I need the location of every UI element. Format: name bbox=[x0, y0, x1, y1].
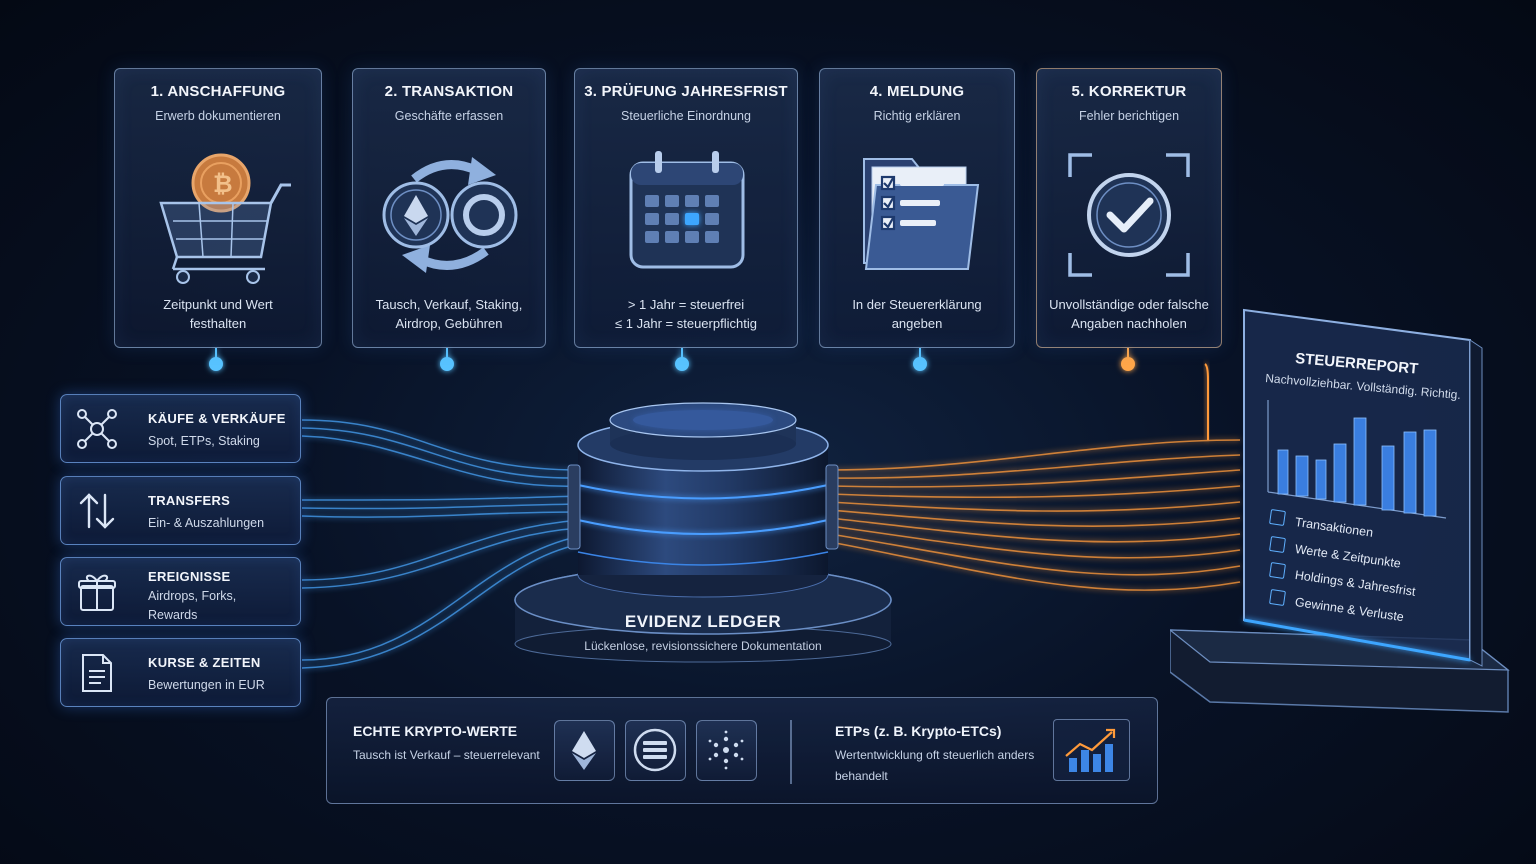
timeline-dots bbox=[209, 348, 1135, 371]
source-ereignisse: EREIGNISSE Airdrops, Forks, Rewards bbox=[60, 557, 301, 626]
source-subtitle: Bewertungen in EUR bbox=[148, 678, 265, 692]
panel-divider bbox=[790, 720, 792, 784]
step-card-meldung: 4. MELDUNG Richtig erklären In der Steue… bbox=[819, 68, 1015, 348]
bar-chart-trend-icon bbox=[1053, 719, 1130, 781]
source-subtitle: Ein- & Auszahlungen bbox=[148, 516, 265, 530]
step-card-jahresfrist: 3. PRÜFUNG JAHRESFRIST Steuerliche Einor… bbox=[574, 68, 798, 348]
step-desc: Unvollständige oder falsche Angaben nach… bbox=[1049, 297, 1209, 331]
etp-subtitle: Wertentwicklung oft steuerlich anders be… bbox=[835, 748, 1035, 783]
asset-comparison-panel: ECHTE KRYPTO-WERTE Tausch ist Verkauf – … bbox=[326, 697, 1158, 804]
step-card-transaktion: 2. TRANSAKTION Geschäfte erfassen Tausch… bbox=[352, 68, 546, 348]
step-desc: In der Steuererklärung angeben bbox=[852, 297, 982, 331]
etp-title: ETPs (z. B. Krypto-ETCs) bbox=[835, 723, 1002, 739]
ethereum-icon bbox=[554, 720, 615, 781]
step-subtitle: Erwerb dokumentieren bbox=[155, 109, 281, 123]
solana-icon bbox=[625, 720, 686, 781]
source-title: TRANSFERS bbox=[148, 493, 231, 508]
svg-text:₿: ₿ bbox=[213, 170, 233, 198]
step-desc: Zeitpunkt und Wert festhalten bbox=[163, 297, 273, 331]
source-subtitle: Spot, ETPs, Staking bbox=[148, 434, 260, 448]
checkbox-icon bbox=[1269, 536, 1286, 553]
gift-icon bbox=[78, 574, 116, 611]
calendar-icon bbox=[629, 151, 745, 269]
step-subtitle: Richtig erklären bbox=[873, 109, 961, 123]
check-circle-icon bbox=[1068, 153, 1190, 277]
step-desc: Tausch, Verkauf, Staking, Airdrop, Gebüh… bbox=[375, 297, 523, 331]
step-title: 3. PRÜFUNG JAHRESFRIST bbox=[584, 83, 788, 100]
crypto-title: ECHTE KRYPTO-WERTE bbox=[353, 723, 518, 739]
source-subtitle: Airdrops, Forks, Rewards bbox=[148, 589, 237, 622]
step-title: 2. TRANSAKTION bbox=[384, 83, 514, 100]
checkbox-icon bbox=[1269, 562, 1286, 579]
source-transfers: TRANSFERS Ein- & Auszahlungen bbox=[60, 476, 301, 545]
source-title: KÄUFE & VERKÄUFE bbox=[148, 411, 286, 426]
step-desc: > 1 Jahr = steuerfrei ≤ 1 Jahr = steuerp… bbox=[615, 297, 757, 331]
step-title: 1. ANSCHAFFUNG bbox=[150, 83, 286, 100]
cardano-icon bbox=[696, 720, 757, 781]
step-card-anschaffung: 1. ANSCHAFFUNG Erwerb dokumentieren ₿ Ze… bbox=[114, 68, 322, 348]
ledger-title: EVIDENZ LEDGER bbox=[624, 612, 782, 631]
source-title: KURSE & ZEITEN bbox=[148, 655, 261, 670]
tax-report-panel bbox=[1170, 308, 1510, 713]
step-subtitle: Fehler berichtigen bbox=[1078, 109, 1180, 123]
document-icon bbox=[82, 654, 112, 692]
source-title: EREIGNISSE bbox=[148, 569, 231, 584]
crypto-subtitle: Tausch ist Verkauf – steuerrelevant bbox=[353, 748, 540, 762]
checklist-folder-icon bbox=[863, 158, 980, 270]
exchange-arrows-icon bbox=[382, 157, 518, 273]
network-nodes-icon bbox=[77, 409, 117, 449]
step-title: 4. MELDUNG bbox=[869, 83, 965, 100]
step-title: 5. KORREKTUR bbox=[1071, 83, 1187, 100]
report-chart bbox=[1267, 400, 1447, 519]
source-kurse-zeiten: KURSE & ZEITEN Bewertungen in EUR bbox=[60, 638, 301, 707]
step-subtitle: Steuerliche Einordnung bbox=[621, 109, 751, 123]
checkbox-icon bbox=[1269, 509, 1286, 526]
step-subtitle: Geschäfte erfassen bbox=[394, 109, 504, 123]
step-card-korrektur: 5. KORREKTUR Fehler berichtigen Unvollst… bbox=[1036, 68, 1222, 348]
shopping-cart-coin-icon: ₿ bbox=[159, 153, 291, 284]
checkbox-icon bbox=[1269, 589, 1286, 606]
ledger-subtitle: Lückenlose, revisionssichere Dokumentati… bbox=[584, 639, 822, 653]
up-down-arrows-icon bbox=[79, 493, 115, 529]
source-kaeufe-verkaeufe: KÄUFE & VERKÄUFE Spot, ETPs, Staking bbox=[60, 394, 301, 463]
